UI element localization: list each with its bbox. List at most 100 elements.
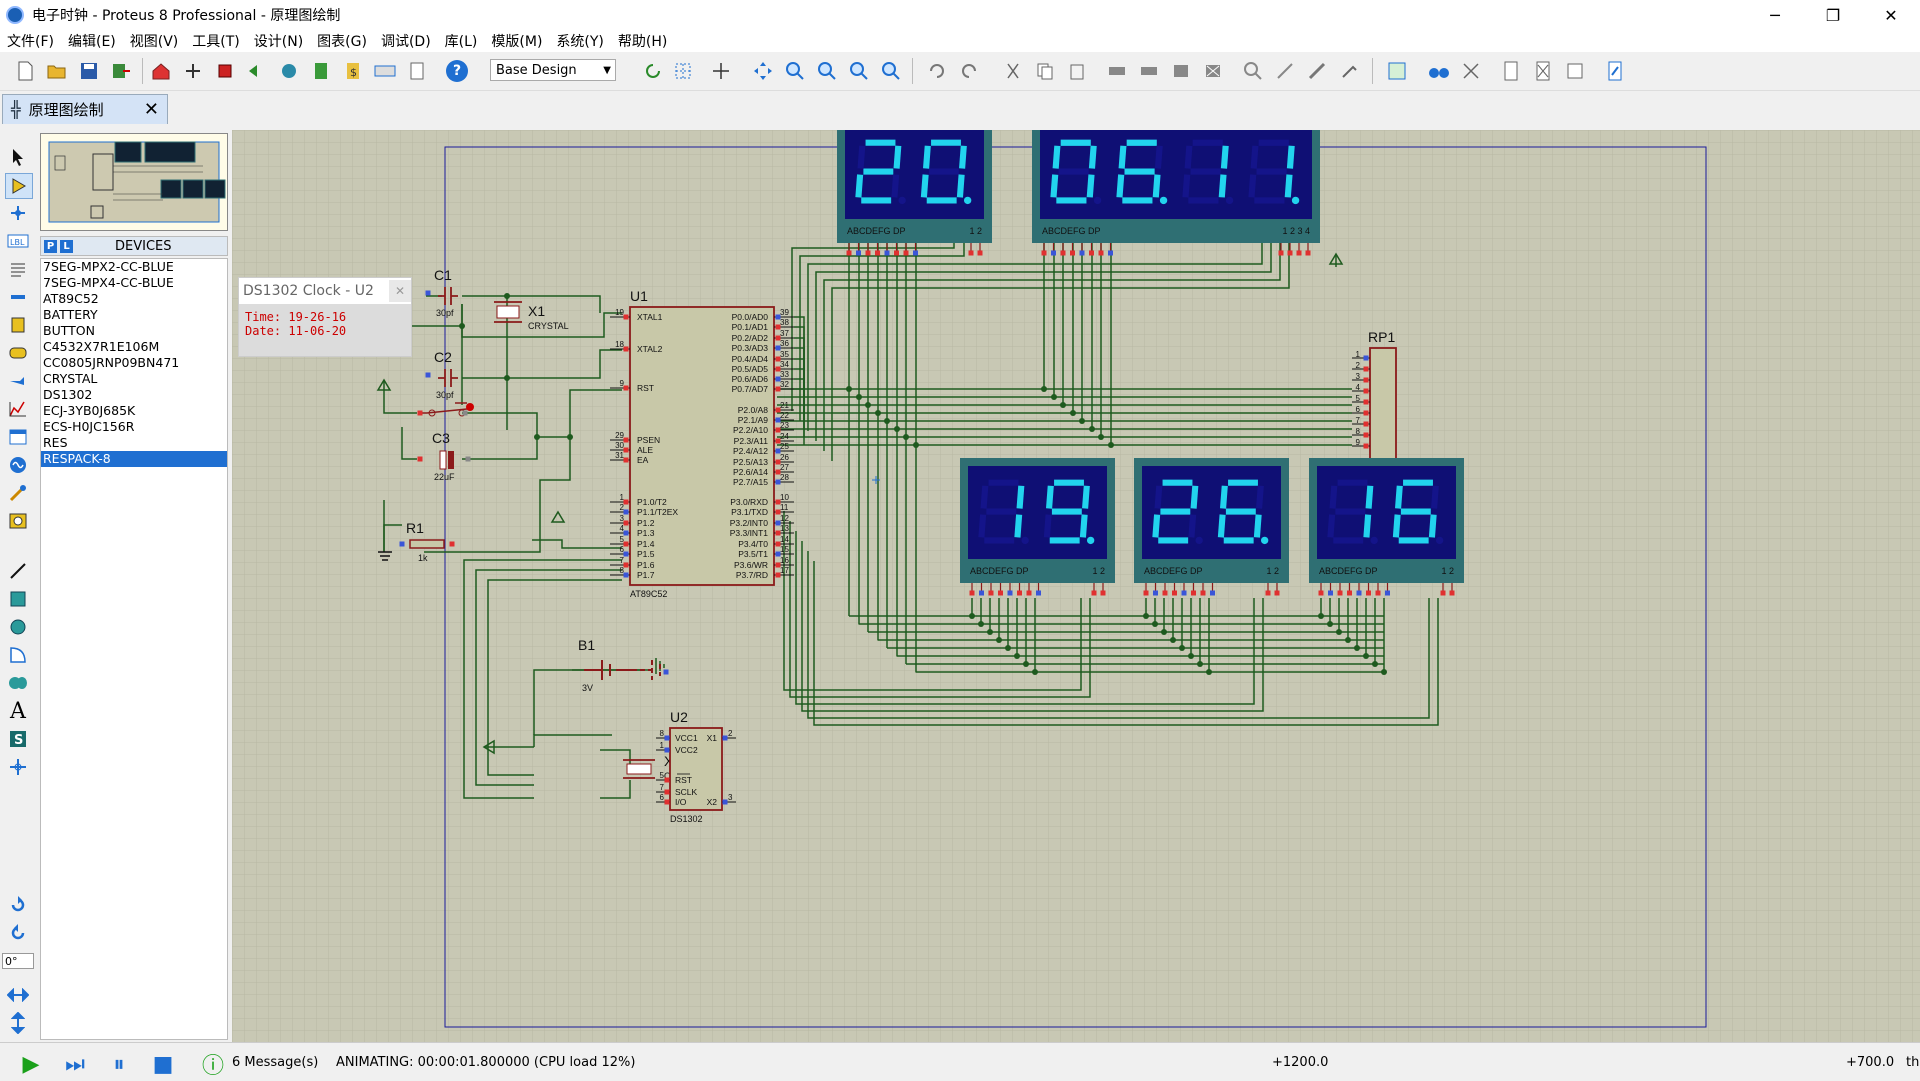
virtual-instruments-icon[interactable] xyxy=(5,509,31,533)
line-tool-icon[interactable] xyxy=(5,559,31,583)
probe-mode-icon[interactable] xyxy=(5,481,31,505)
notes-icon[interactable] xyxy=(406,60,428,82)
bom-icon[interactable] xyxy=(310,60,332,82)
source-code-icon[interactable] xyxy=(374,60,396,82)
component-mode-icon[interactable] xyxy=(5,173,33,199)
rotate-anticlockwise-icon[interactable] xyxy=(5,921,31,945)
marker-tool-icon[interactable] xyxy=(5,755,31,779)
text-tool-icon[interactable]: A xyxy=(10,698,26,724)
wire-label-icon[interactable]: LBL xyxy=(5,229,31,253)
block-move-icon[interactable] xyxy=(1138,60,1160,82)
block-rotate-icon[interactable] xyxy=(1170,60,1192,82)
device-item[interactable]: AT89C52 xyxy=(43,291,99,306)
refresh-icon[interactable] xyxy=(642,60,664,82)
device-item[interactable]: C4532X7R1E106M xyxy=(43,339,160,354)
menu-tools[interactable]: 工具(T) xyxy=(192,34,240,50)
device-item[interactable]: DS1302 xyxy=(43,387,93,402)
paste-icon[interactable] xyxy=(1066,60,1088,82)
block-delete-icon[interactable] xyxy=(1202,60,1224,82)
selection-mode-icon[interactable] xyxy=(5,145,31,169)
device-item[interactable]: ECS-H0JC156R xyxy=(43,419,135,434)
symbol-tool-icon[interactable]: S xyxy=(5,727,31,751)
remove-sheet-icon[interactable] xyxy=(1532,60,1554,82)
zoom-out-icon[interactable] xyxy=(816,60,838,82)
arc-tool-icon[interactable] xyxy=(5,643,31,667)
menu-view[interactable]: 视图(V) xyxy=(129,34,179,50)
graph-mode-icon[interactable] xyxy=(5,397,31,421)
exit-to-parent-icon[interactable] xyxy=(1564,60,1586,82)
import-icon[interactable] xyxy=(110,60,132,82)
circle-tool-icon[interactable] xyxy=(5,615,31,639)
property-tool-icon[interactable] xyxy=(1460,60,1482,82)
design-select[interactable]: Base Design▼ xyxy=(490,59,616,81)
step-icon[interactable]: ⏭ xyxy=(65,1051,85,1077)
device-pins-icon[interactable] xyxy=(5,369,31,393)
path-tool-icon[interactable] xyxy=(5,671,31,695)
rotation-field[interactable]: 0° xyxy=(2,953,34,969)
cut-icon[interactable] xyxy=(1002,60,1024,82)
messages-count[interactable]: 6 Message(s) xyxy=(232,1055,319,1070)
3d-view-icon[interactable] xyxy=(246,60,268,82)
zoom-all-icon[interactable] xyxy=(848,60,870,82)
search-tag-icon[interactable] xyxy=(1428,60,1450,82)
menu-help[interactable]: 帮助(H) xyxy=(617,34,668,50)
save-icon[interactable] xyxy=(78,60,100,82)
make-device-icon[interactable] xyxy=(1274,60,1296,82)
zoom-area-icon[interactable] xyxy=(880,60,902,82)
close-window-button[interactable]: ✕ xyxy=(1884,5,1898,25)
copy-icon[interactable] xyxy=(1034,60,1056,82)
mirror-vertical-icon[interactable] xyxy=(5,1011,31,1035)
device-item[interactable]: ECJ-3YB0J685K xyxy=(43,403,136,418)
undo-icon[interactable] xyxy=(926,60,948,82)
menu-file[interactable]: 文件(F) xyxy=(7,34,54,50)
stop-icon[interactable]: ■ xyxy=(152,1051,174,1077)
maximize-button[interactable]: ❐ xyxy=(1825,5,1841,25)
overview-window[interactable] xyxy=(40,133,228,231)
pan-icon[interactable] xyxy=(752,60,774,82)
sub-circuit-icon[interactable] xyxy=(5,313,31,337)
box-tool-icon[interactable] xyxy=(5,587,31,611)
rotate-clockwise-icon[interactable] xyxy=(5,893,31,917)
menu-template[interactable]: 模版(M) xyxy=(491,34,543,50)
menu-graph[interactable]: 图表(G) xyxy=(317,34,367,50)
home-icon[interactable] xyxy=(150,60,172,82)
packaging-tool-icon[interactable] xyxy=(1306,60,1328,82)
cost-icon[interactable]: $ xyxy=(342,60,364,82)
device-item[interactable]: 7SEG-MPX4-CC-BLUE xyxy=(43,275,174,290)
minimize-button[interactable]: ─ xyxy=(1770,5,1780,25)
junction-dot-icon[interactable] xyxy=(5,201,31,225)
menu-system[interactable]: 系统(Y) xyxy=(556,34,604,50)
device-item[interactable]: BUTTON xyxy=(43,323,95,338)
wire-autorouter-icon[interactable] xyxy=(1386,60,1408,82)
gerber-icon[interactable] xyxy=(278,60,300,82)
generator-mode-icon[interactable] xyxy=(5,453,31,477)
pick-device-icon[interactable] xyxy=(1242,60,1264,82)
menu-library[interactable]: 库(L) xyxy=(444,34,478,50)
buses-icon[interactable] xyxy=(5,285,31,309)
pick-devices-button[interactable]: P xyxy=(44,239,57,253)
device-item[interactable]: RES xyxy=(43,435,68,450)
tab-schematic-capture[interactable]: ╬ 原理图绘制 ✕ xyxy=(2,94,168,124)
block-copy-icon[interactable] xyxy=(1106,60,1128,82)
terminals-icon[interactable] xyxy=(5,341,31,365)
origin-icon[interactable] xyxy=(710,60,732,82)
device-item[interactable]: BATTERY xyxy=(43,307,98,322)
close-icon[interactable]: ✕ xyxy=(143,99,159,120)
device-item-selected[interactable]: RESPACK-8 xyxy=(41,451,227,467)
library-manager-button[interactable]: L xyxy=(60,239,73,253)
open-folder-icon[interactable] xyxy=(46,60,68,82)
redo-icon[interactable] xyxy=(958,60,980,82)
schematic-icon[interactable] xyxy=(182,60,204,82)
menu-debug[interactable]: 调试(D) xyxy=(380,34,431,50)
pause-icon[interactable]: ⏸ xyxy=(113,1051,125,1077)
text-script-icon[interactable] xyxy=(5,257,31,281)
zoom-in-icon[interactable] xyxy=(784,60,806,82)
menu-design[interactable]: 设计(N) xyxy=(253,34,304,50)
decompose-icon[interactable] xyxy=(1338,60,1360,82)
help-icon[interactable]: ? xyxy=(446,60,468,82)
new-sheet-icon[interactable] xyxy=(1500,60,1522,82)
menu-edit[interactable]: 编辑(E) xyxy=(67,34,116,50)
mirror-horizontal-icon[interactable] xyxy=(5,983,31,1007)
play-icon[interactable]: ▶ xyxy=(22,1051,40,1077)
tape-recorder-icon[interactable] xyxy=(5,425,31,449)
